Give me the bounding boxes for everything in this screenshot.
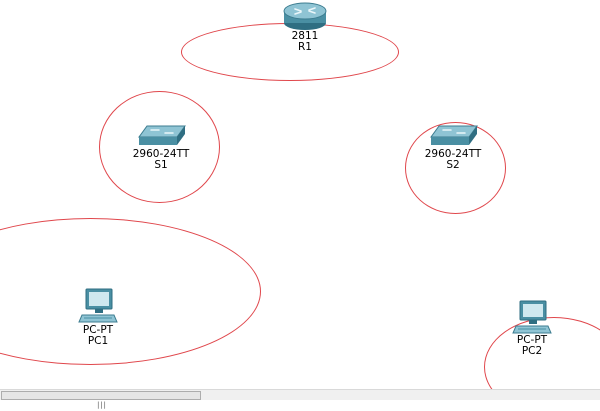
- pc-icon: [512, 300, 552, 334]
- scrollbar-grip-icon: |||: [96, 401, 107, 409]
- topology-canvas[interactable]: 2811 R1 2960-24TT S1 2960-24TT S2: [0, 0, 600, 389]
- horizontal-scrollbar[interactable]: |||: [0, 389, 600, 409]
- scrollbar-thumb[interactable]: |||: [1, 391, 201, 409]
- router-icon: [283, 2, 327, 30]
- device-switch-s2[interactable]: 2960-24TT S2: [415, 123, 491, 171]
- device-name-label: PC1: [87, 335, 109, 347]
- device-name-label: PC2: [521, 345, 543, 357]
- device-switch-s1[interactable]: 2960-24TT S1: [123, 123, 199, 171]
- device-name-label: S2: [446, 159, 460, 171]
- device-model-label: 2811: [291, 30, 319, 42]
- ellipse-pc1: [0, 218, 261, 365]
- device-pc-pc2[interactable]: PC-PT PC2: [502, 299, 562, 357]
- device-model-label: PC-PT: [82, 324, 114, 336]
- switch-icon: [138, 125, 186, 145]
- device-router-r1[interactable]: 2811 R1: [270, 1, 340, 53]
- device-pc-pc1[interactable]: PC-PT PC1: [68, 287, 128, 347]
- device-model-label: 2960-24TT: [132, 148, 190, 160]
- pc-icon: [78, 288, 118, 323]
- device-name-label: S1: [154, 159, 168, 171]
- device-model-label: PC-PT: [516, 334, 548, 346]
- device-name-label: R1: [298, 41, 312, 53]
- device-model-label: 2960-24TT: [424, 148, 482, 160]
- switch-icon: [430, 125, 478, 145]
